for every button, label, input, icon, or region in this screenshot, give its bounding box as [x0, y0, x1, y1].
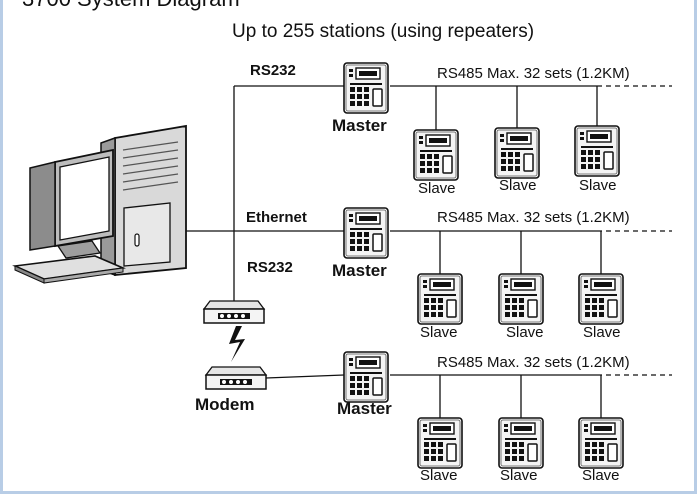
diagram-subtitle: Up to 255 stations (using repeaters)	[232, 21, 534, 42]
network-2: Master RS485 Max. 32 sets (1.2KM) Slave …	[332, 207, 630, 341]
modem-icon	[203, 300, 265, 324]
slave-controller-icon	[578, 273, 624, 325]
master-label: Master	[332, 261, 387, 280]
slave-label: Slave	[583, 324, 621, 341]
slave-controller-icon	[498, 273, 544, 325]
slave-controller-icon	[494, 127, 540, 179]
slave-controller-icon	[574, 125, 620, 177]
slave-label: Slave	[418, 180, 456, 197]
slave-controller-icon	[498, 417, 544, 469]
slave-label: Slave	[582, 467, 620, 484]
slave-controller-icon	[578, 417, 624, 469]
slave-controller-icon	[417, 417, 463, 469]
network-1: Master RS485 Max. 32 sets (1.2KM) Slave …	[332, 62, 630, 197]
master-label: Master	[332, 116, 387, 135]
diagram-title: 3700 System Diagram	[22, 0, 240, 11]
slave-label: Slave	[420, 467, 458, 484]
master-controller-icon	[343, 62, 389, 114]
slave-label: Slave	[506, 324, 544, 341]
slave-label: Slave	[500, 467, 538, 484]
computer-icon	[12, 124, 187, 284]
ethernet-label: Ethernet	[246, 209, 307, 226]
slave-label: Slave	[499, 177, 537, 194]
rs485-bus-label: RS485 Max. 32 sets (1.2KM)	[437, 209, 630, 226]
slave-controller-icon	[417, 273, 463, 325]
rs485-bus-label: RS485 Max. 32 sets (1.2KM)	[437, 354, 630, 371]
master-controller-icon	[343, 207, 389, 259]
slave-label: Slave	[420, 324, 458, 341]
rs232-top-label: RS232	[250, 62, 296, 79]
lightning-icon	[229, 326, 245, 362]
modem-label: Modem	[195, 395, 255, 414]
rs232-modem-label: RS232	[247, 259, 293, 276]
master-label: Master	[337, 399, 392, 418]
slave-controller-icon	[413, 129, 459, 181]
network-3: Master RS485 Max. 32 sets (1.2KM) Slave …	[337, 351, 630, 484]
wiring	[186, 85, 672, 418]
modem-link-line	[265, 374, 345, 379]
master-controller-icon	[343, 351, 389, 403]
rs485-bus-label: RS485 Max. 32 sets (1.2KM)	[437, 65, 630, 82]
modem-icon	[205, 366, 267, 390]
slave-label: Slave	[579, 177, 617, 194]
